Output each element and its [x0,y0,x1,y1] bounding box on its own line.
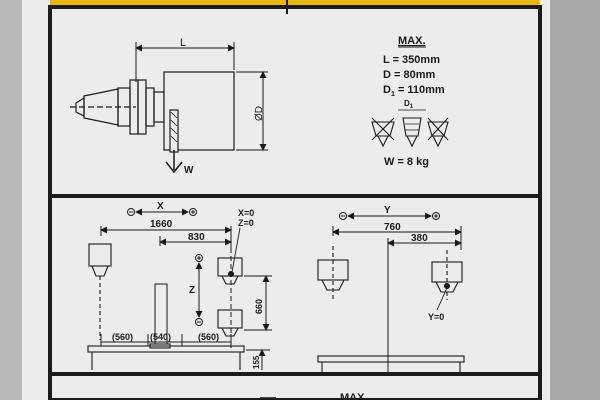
y-machine-table [317,355,465,372]
z-origin-label: Z=0 [238,218,254,228]
y-origin-leader [436,287,448,311]
z-travel-value: 660 [254,299,264,314]
x-axis-label: X [157,201,164,212]
pocket-icon-right-crossed [427,117,449,148]
d1-marker: D1 [404,99,414,110]
machine-table [87,343,245,370]
y-dim-right: 380 [411,233,428,244]
bottom-dim-left: (560) [112,332,133,342]
origin-leader [231,227,241,273]
dimension-length [135,42,235,82]
spindle-head-right-bottom [217,309,243,337]
spec-length: L = 350mm [383,54,440,66]
y-origin-label: Y=0 [428,312,444,322]
bottom-dim-right: (560) [198,332,219,342]
y-dimensions [332,226,462,250]
yellow-header-stripe [50,0,540,7]
z-dimension [244,275,272,331]
x-dim-total: 1660 [150,219,173,230]
z-axis-arrow [195,254,203,326]
base-height-dimension [246,349,270,370]
bottom-panel-title: MAX [340,392,365,400]
x-dim-right: 830 [188,232,205,243]
spec-diameter1: D1 = 110mm [383,84,445,98]
dimension-diameter [236,71,268,151]
plate-shadow-right [550,0,600,400]
y-axis-label: Y [384,205,391,216]
y-axis-arrow [339,212,440,220]
base-height-value: 155 [252,355,261,369]
spec-weight: W = 8 kg [384,156,429,168]
x-origin-label: X=0 [238,208,254,218]
y-spindle-right [431,250,463,300]
diagram-frame [48,5,542,400]
z-axis-label: Z [189,285,195,296]
pocket-icon-left-crossed [371,117,395,148]
x-axis-arrow [127,208,197,216]
weight-arrow [165,150,183,174]
spec-diameter: D = 80mm [383,69,435,81]
label-length: L [180,37,186,49]
y-dim-total: 760 [384,222,401,233]
max-title: MAX. [398,35,426,47]
bottom-dim-center: (540) [150,332,171,342]
pocket-icon-center [402,117,422,148]
label-plate [22,0,550,400]
tool-holder-drawing [70,71,235,153]
y-spindle-left [317,246,349,300]
label-weight-arrow: W [184,165,194,176]
spindle-head-left [88,243,112,340]
bottom-dimensions [100,334,232,346]
label-diameter: ØD [254,106,265,121]
spindle-head-right-top [217,257,243,285]
